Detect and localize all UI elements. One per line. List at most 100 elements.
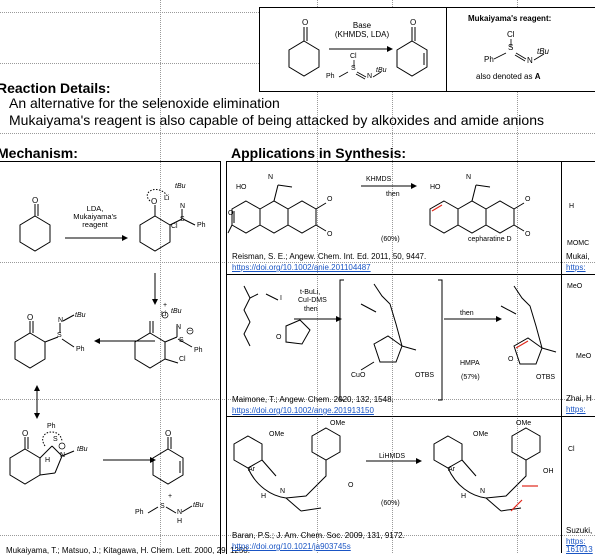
applications-heading: Applications in Synthesis: xyxy=(231,145,407,161)
mech-ph-2: Ph xyxy=(194,347,203,354)
row1-ho-2: HO xyxy=(430,184,441,191)
right-row3-doi-link[interactable]: https: xyxy=(566,537,586,546)
arrow-reagent-s: S xyxy=(351,65,356,72)
applications-row-divider-1 xyxy=(226,274,595,275)
row2-doi-link[interactable]: https://doi.org/10.1002/ange.201913150 xyxy=(232,406,374,415)
right-row2-meo2: MeO xyxy=(576,353,592,360)
svg-text:O: O xyxy=(410,18,416,27)
row3-ome-4: OMe xyxy=(516,420,532,427)
mech-tbu-1: tBu xyxy=(175,183,186,190)
row1-n-1: N xyxy=(268,174,274,181)
row2-otbs-1: OTBS xyxy=(415,372,435,379)
mech-ph-5: Ph xyxy=(135,509,144,516)
row2-cond-1: t-BuLi, xyxy=(300,289,321,296)
row3-oh: OH xyxy=(543,468,554,475)
row3-doi-link[interactable]: https://doi.org/10.1021/ja903745s xyxy=(232,542,351,551)
mukaiyama-reagent-structure xyxy=(493,39,545,62)
row1-cond-top: KHMDS xyxy=(366,176,392,183)
mech-cond-2: Mukaiyama's xyxy=(73,212,117,221)
reagent-cl: Cl xyxy=(507,30,515,39)
reagent-ph: Ph xyxy=(484,55,494,64)
row1-doi-link[interactable]: https://doi.org/10.1002/anie.201104487 xyxy=(232,263,371,272)
row1-ome-4: O xyxy=(525,231,531,238)
row1-n-2: N xyxy=(466,174,472,181)
right-row2-meo: MeO xyxy=(567,283,583,290)
row3-h-2: H xyxy=(461,493,467,500)
arrow-reagent-cl: Cl xyxy=(350,53,357,60)
right-row3-cl: Cl xyxy=(568,446,575,453)
reagent-tbu: tBu xyxy=(537,47,550,56)
row2-hmpa: HMPA xyxy=(460,360,480,367)
right-row1-citation: Mukai, xyxy=(566,252,590,261)
mech-n-2: N xyxy=(176,324,182,331)
mech-o-4: O xyxy=(22,429,29,438)
mech-h-2: H xyxy=(177,518,183,525)
mech-cl-2: Cl xyxy=(179,356,186,363)
reaction-details-heading: Reaction Details: xyxy=(0,80,111,96)
row1-product-name: cepharatine D xyxy=(468,236,512,243)
mech-li-1: Li xyxy=(164,195,170,202)
reaction-box-divider xyxy=(446,7,447,91)
row3-ar-2: Ar xyxy=(448,466,455,473)
row3-ar-1: Ar xyxy=(248,466,255,473)
row3-yield: (60%) xyxy=(381,500,400,507)
mech-minus-1: − xyxy=(188,328,193,335)
mech-s-1: S xyxy=(180,216,185,223)
mech-o-2: O xyxy=(151,197,158,206)
row2-cond-2: CuI-DMS xyxy=(298,297,327,304)
row2-then: then xyxy=(460,310,474,317)
mech-o-3: O xyxy=(27,313,34,322)
mech-s-5: S xyxy=(160,503,165,510)
right-row1-h: H xyxy=(569,203,575,210)
row1-ome-2: O xyxy=(327,231,333,238)
row2-o-1: O xyxy=(276,334,282,341)
mechanism-conditions: LDA, Mukaiyama's reagent xyxy=(65,205,125,229)
reagent-denoted: also denoted as A xyxy=(476,72,541,81)
reaction-scheme-graphic: O O xyxy=(288,18,428,80)
row2-citation: Maimone, T.; Angew. Chem. 2020, 132, 154… xyxy=(232,395,394,404)
applications-table-border xyxy=(226,161,595,554)
row1-citation: Reisman, S. E.; Angew. Chem. Int. Ed. 20… xyxy=(232,252,427,261)
row3-o-1: O xyxy=(348,482,354,489)
right-row2-citation: Zhai, H xyxy=(566,394,592,403)
right-row1-label: MOMC xyxy=(567,240,590,247)
row2-o-2: O xyxy=(508,356,514,363)
arrow-reagent-n: N xyxy=(367,73,373,80)
row1-o-1: O xyxy=(228,210,234,217)
mech-tbu-5: tBu xyxy=(193,502,204,509)
row3-h-1: H xyxy=(261,493,267,500)
mech-o-5: O xyxy=(165,429,172,438)
row2-otbs-2: OTBS xyxy=(536,374,556,381)
row1-yield: (60%) xyxy=(381,236,400,243)
row3-ome-3: OMe xyxy=(473,431,489,438)
mechanism-graphic xyxy=(9,188,196,514)
reagent-denoted-letter: A xyxy=(534,72,541,81)
reagent-s: S xyxy=(508,43,514,52)
row1-cond-then: then xyxy=(386,191,400,198)
svg-text:O: O xyxy=(302,18,308,27)
mech-cond-3: reagent xyxy=(82,220,108,229)
mechanism-panel-border xyxy=(0,161,221,554)
mech-tbu-3: tBu xyxy=(75,312,86,319)
right-row2-doi-link[interactable]: https: xyxy=(566,405,586,414)
mech-s-4: S xyxy=(53,436,58,443)
reagent-denoted-prefix: also denoted as xyxy=(476,72,533,81)
mech-n-5: N xyxy=(177,509,183,516)
mech-cl-1: Cl xyxy=(171,223,178,230)
app-row2-graphic xyxy=(243,279,557,401)
mech-ph-3: Ph xyxy=(76,346,85,353)
mech-o-1: O xyxy=(32,196,39,205)
row2-yield: (57%) xyxy=(461,374,480,381)
mech-n-3: N xyxy=(58,317,64,324)
mechanism-citation: Mukaiyama, T.; Matsuo, J.; Kitagawa, H. … xyxy=(6,546,250,555)
right-row3-doi-link-2[interactable]: 161013 xyxy=(566,545,593,554)
detail-bullet-1: An alternative for the selenoxide elimin… xyxy=(9,95,280,111)
mech-s-3: S xyxy=(57,332,62,339)
row1-ome-1: O xyxy=(327,196,333,203)
right-row1-doi-link[interactable]: https: xyxy=(566,263,586,272)
detail-bullet-2: Mukaiyama's reagent is also capable of b… xyxy=(9,112,544,128)
applications-column-divider xyxy=(561,161,562,553)
row2-cuo: CuO xyxy=(351,372,366,379)
reagent-n: N xyxy=(527,56,533,65)
right-row3-citation: Suzuki, xyxy=(566,526,593,535)
